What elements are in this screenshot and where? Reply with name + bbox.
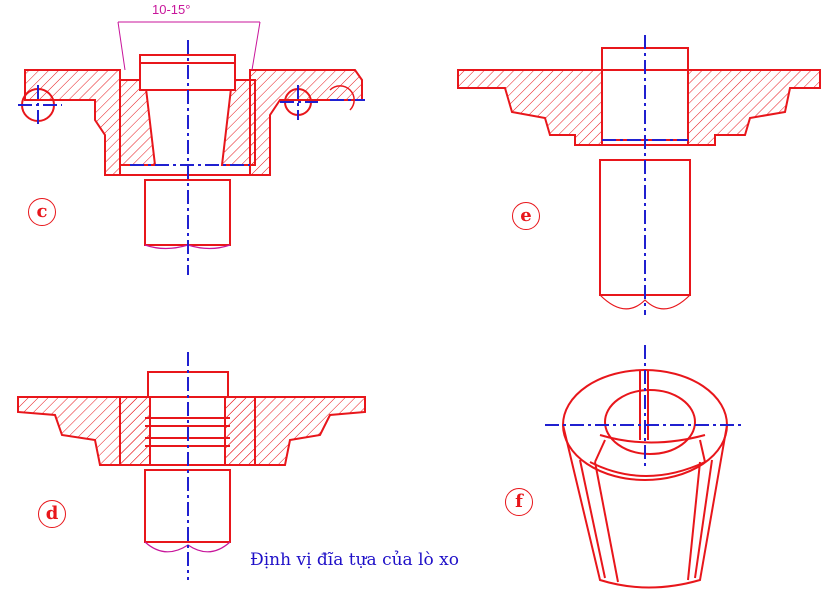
view-label-e: e (512, 202, 540, 230)
view-f-body (562, 424, 728, 589)
view-c-insert-left (119, 79, 157, 166)
view-e-right-flange (687, 69, 821, 146)
view-e-left-flange (457, 69, 603, 146)
view-f-slot (639, 370, 649, 440)
view-label-c: c (28, 198, 56, 226)
view-c-centerlines (18, 40, 365, 275)
view-c-right-flange (249, 69, 363, 176)
view-c-left-flange (24, 69, 121, 176)
dimension-label: 10-15° (152, 2, 191, 17)
view-c-insert-right (220, 79, 256, 166)
view-d-insert-right (224, 396, 256, 466)
view-c-dimension (117, 21, 261, 71)
view-label-d: d (38, 500, 66, 528)
view-f (562, 369, 728, 589)
view-c (21, 21, 363, 250)
view-f-centerlines (545, 345, 745, 470)
view-e (457, 47, 821, 310)
view-d-insert-left (119, 396, 151, 466)
view-e-centerlines (602, 35, 688, 315)
view-d (17, 371, 366, 553)
figure-caption: Định vị đĩa tựa của lò xo (250, 550, 459, 570)
view-f-inner-top (604, 389, 696, 455)
view-label-f: f (505, 488, 533, 516)
